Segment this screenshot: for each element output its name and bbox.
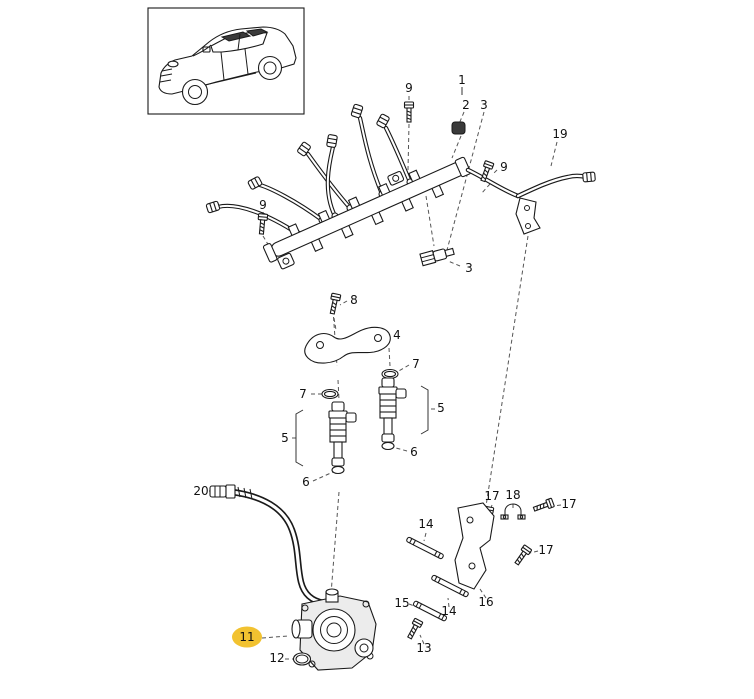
part-number-label-4-9[interactable]: 4 (393, 328, 401, 342)
part-number-label-14-23[interactable]: 14 (441, 604, 456, 618)
line-fitting (375, 113, 391, 129)
oring-part-12 (292, 652, 312, 666)
suv-cayenne-icon (158, 26, 297, 106)
bolt-part-17-b (531, 497, 555, 514)
injector-part-5-right (378, 377, 407, 451)
vehicle-thumbnail (147, 7, 305, 115)
part-number-label-12-27[interactable]: 12 (269, 651, 284, 665)
bracket-part-16 (454, 502, 495, 590)
injector-part-5-left (328, 401, 357, 475)
clamp-part-18 (500, 503, 526, 520)
part-number-label-3-3[interactable]: 3 (480, 98, 488, 112)
line-fitting (325, 133, 339, 149)
part-number-label-19-5[interactable]: 19 (552, 127, 567, 141)
line-fitting (247, 175, 263, 191)
part-number-label-9-4[interactable]: 9 (500, 160, 508, 174)
part-number-label-17-21[interactable]: 17 (538, 543, 553, 557)
supply-line-part-20 (209, 484, 324, 603)
part-number-label-6-14[interactable]: 6 (302, 475, 310, 489)
part-number-label-3-7[interactable]: 3 (465, 261, 473, 275)
part-number-label-5-12[interactable]: 5 (281, 431, 289, 445)
part-number-label-17-19[interactable]: 17 (561, 497, 576, 511)
part-number-label-7-10[interactable]: 7 (412, 357, 420, 371)
cap-nut-part-2 (451, 121, 466, 135)
fuel-rail-part-1 (262, 156, 472, 270)
pressure-sensor-part-3 (419, 247, 455, 267)
part-number-label-5-13[interactable]: 5 (437, 401, 445, 415)
part-number-label-17-17[interactable]: 17 (484, 489, 499, 503)
part-number-label-7-11[interactable]: 7 (299, 387, 307, 401)
bolt-part-9-top (403, 101, 415, 123)
oring-part-7-left (321, 388, 339, 400)
highlight-ellipse (232, 626, 262, 648)
oring-part-7-right (381, 368, 399, 380)
stud-part-14-top (405, 536, 445, 560)
fuel-pipe-part-19 (468, 170, 596, 235)
part-number-label-9-0[interactable]: 9 (405, 81, 413, 95)
part-number-label-2-2[interactable]: 2 (462, 98, 470, 112)
part-number-label-8-8[interactable]: 8 (350, 293, 358, 307)
part-number-label-6-15[interactable]: 6 (410, 445, 418, 459)
part-number-label-15-22[interactable]: 15 (394, 596, 409, 610)
part-number-label-11-26[interactable]: 11 (239, 630, 254, 644)
high-pressure-pump-part-11 (291, 588, 377, 671)
fuel-line-harness (205, 103, 414, 238)
bolt-part-17-c (512, 544, 533, 567)
line-fitting (205, 200, 221, 214)
bolt-part-9-left (256, 213, 269, 235)
bracket-part-4 (304, 326, 391, 364)
part-number-label-18-18[interactable]: 18 (505, 488, 520, 502)
bolt-part-8 (327, 292, 342, 316)
part-number-label-13-25[interactable]: 13 (416, 641, 431, 655)
part-number-label-14-20[interactable]: 14 (418, 517, 433, 531)
part-number-label-20-16[interactable]: 20 (193, 484, 208, 498)
part-number-label-1-1[interactable]: 1 (458, 73, 466, 87)
part-number-label-16-24[interactable]: 16 (478, 595, 493, 609)
part-number-label-9-6[interactable]: 9 (259, 198, 267, 212)
line-fitting (350, 103, 364, 119)
